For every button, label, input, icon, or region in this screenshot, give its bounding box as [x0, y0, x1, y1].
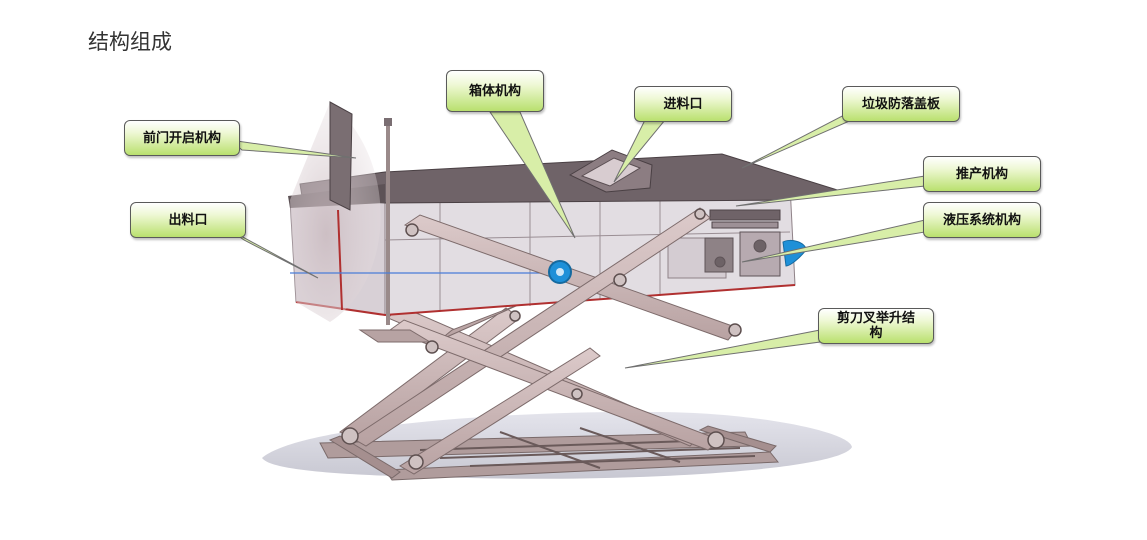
center-hub [549, 261, 571, 283]
hydraulic-unit [705, 232, 780, 276]
callout-cover: 垃圾防落盖板 [842, 86, 960, 122]
callout-hydraulic: 液压系统机构 [923, 202, 1041, 238]
callout-scissor: 剪刀叉举升结 构 [818, 308, 934, 344]
callout-inlet: 进料口 [634, 86, 732, 122]
callout-outlet: 出料口 [130, 202, 246, 238]
callout-scissor-line2: 构 [869, 326, 882, 341]
push-mechanism [710, 210, 780, 228]
callout-scissor-line1: 剪刀叉举升结 [837, 311, 915, 326]
callout-push: 推产机构 [923, 156, 1041, 192]
callout-front-door: 前门开启机构 [124, 120, 240, 156]
callout-box: 箱体机构 [446, 70, 544, 112]
